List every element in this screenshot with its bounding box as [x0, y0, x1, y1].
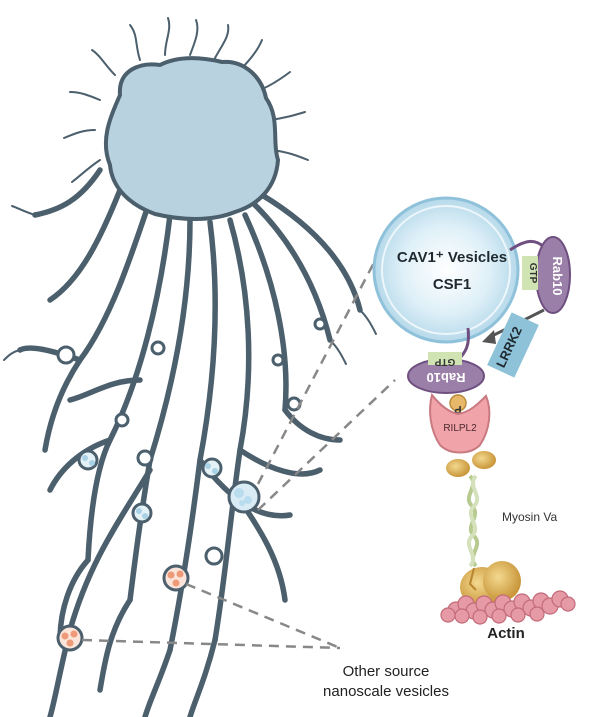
lrrk2-arrowhead: [482, 330, 496, 344]
vesicle-cargo: CSF1: [433, 276, 471, 293]
myosin-head-small: [446, 459, 470, 477]
actin-label: Actin: [487, 625, 525, 642]
small-vesicle: [131, 502, 153, 524]
small-vesicle: [114, 412, 130, 428]
rilpl2-shape: [429, 392, 491, 454]
small-vesicle: [150, 340, 166, 356]
small-vesicle: [77, 449, 99, 471]
small-vesicle: [201, 457, 223, 479]
phospho-label: P: [454, 403, 461, 415]
zoom-lines: [81, 254, 396, 650]
gtp-top-box: [522, 256, 538, 290]
small-vesicle: [204, 546, 224, 566]
small-vesicle: [56, 345, 76, 365]
cell: [3, 17, 377, 717]
cav1-vesicle-in-process: [227, 480, 261, 514]
vesicle-title: CAV1⁺ Vesicles: [397, 249, 507, 266]
myosin-head-small: [472, 451, 496, 469]
other-source-label-line1: Other source: [343, 663, 430, 680]
myosin-motor-head: [483, 561, 521, 601]
phospho-circle: [449, 394, 467, 412]
cav1-vesicle-large: [372, 196, 520, 344]
other-source-label-line2: nanoscale vesicles: [323, 683, 449, 700]
small-vesicle: [136, 449, 154, 467]
actin-filament: [440, 590, 576, 625]
small-vesicle: [313, 317, 327, 331]
rab10-top-label: Rab10: [550, 256, 565, 295]
gtp-bottom-box: [428, 352, 462, 365]
small-vesicle: [271, 353, 285, 367]
rilpl2-label: RILPL2: [443, 423, 477, 434]
gtp-top-label: GTP: [527, 263, 538, 284]
vesicle-contents: [61, 455, 252, 647]
gtp-bottom-label: GTP: [434, 356, 455, 367]
molecular-detail: CAV1⁺ Vesicles CSF1 Rab10 GTP LRRK2 GTP …: [372, 196, 576, 642]
cell-body: [103, 56, 280, 221]
myosin-tail: [466, 474, 480, 568]
lrrk2-box: [487, 312, 539, 378]
rab10-bottom-label: Rab10: [426, 370, 465, 385]
myosin-label: Myosin Va: [502, 510, 557, 524]
